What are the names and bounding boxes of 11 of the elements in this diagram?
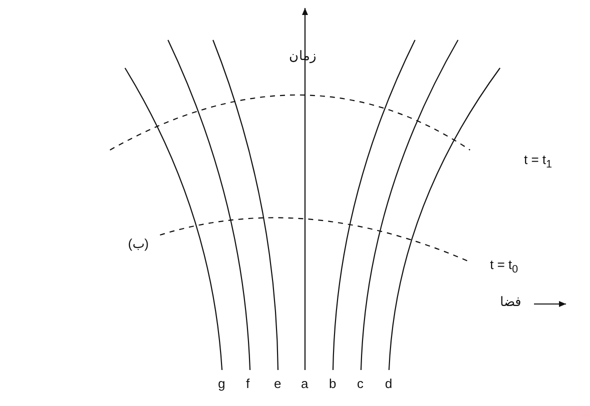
- panel-label: (ب): [128, 236, 149, 252]
- line-letter: f: [246, 376, 250, 392]
- line-letter: g: [218, 376, 226, 392]
- line-letter: b: [329, 376, 336, 392]
- line-letter: e: [274, 376, 282, 392]
- axis-label: فضا: [500, 294, 521, 310]
- line-letter: a: [301, 376, 308, 392]
- curve-label: t = t$_{0}$: [490, 257, 518, 278]
- line-letter: c: [357, 376, 364, 392]
- line-letter: d: [385, 376, 392, 392]
- curve-label: t = t$_{1}$: [524, 152, 552, 173]
